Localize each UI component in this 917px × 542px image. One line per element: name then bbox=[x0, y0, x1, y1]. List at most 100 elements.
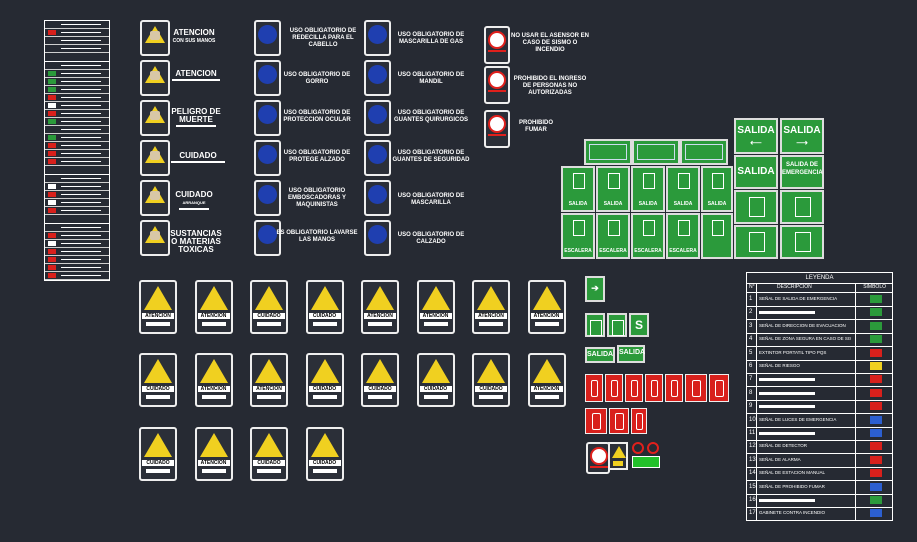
eyewash-icon[interactable] bbox=[607, 313, 627, 337]
caution-sign-icon[interactable]: ATENCION bbox=[416, 280, 455, 334]
fire-hose-icon[interactable] bbox=[609, 408, 629, 434]
exit-person-sign[interactable]: SALIDA bbox=[596, 166, 630, 212]
salida-sign[interactable]: SALIDA bbox=[734, 155, 778, 189]
mandatory-sign-icon[interactable] bbox=[364, 140, 391, 176]
strip-row bbox=[45, 70, 109, 78]
fire-extinguisher-icon[interactable] bbox=[645, 374, 663, 402]
symbol-strip bbox=[44, 20, 110, 281]
caution-sign-icon[interactable]: ATENCION bbox=[361, 280, 399, 334]
caution-sign-icon[interactable]: CUIDADO bbox=[305, 427, 344, 481]
mandatory-sign-icon[interactable] bbox=[254, 100, 281, 136]
caution-sign-label: CUIDADO bbox=[475, 386, 507, 392]
first-aid-icon[interactable] bbox=[585, 313, 605, 337]
mandatory-sign-icon[interactable] bbox=[364, 180, 391, 216]
no-entry-icon[interactable] bbox=[484, 66, 510, 104]
no-smoking-icon[interactable] bbox=[586, 442, 610, 474]
mandatory-sign-icon[interactable] bbox=[254, 180, 281, 216]
legend-row: 9 bbox=[747, 400, 892, 415]
legend-number: 9 bbox=[749, 403, 753, 410]
safe-zone-icon[interactable]: S bbox=[629, 313, 649, 337]
electric-risk-icon[interactable] bbox=[608, 442, 628, 470]
legend-number: 15 bbox=[749, 483, 756, 490]
warning-sign-icon[interactable] bbox=[140, 140, 170, 176]
legend-number: 10 bbox=[749, 416, 756, 423]
caution-sign-icon[interactable]: ATENCION bbox=[194, 280, 233, 334]
fire-cabinet-icon[interactable] bbox=[585, 408, 607, 434]
no-smoking-icon[interactable] bbox=[484, 110, 510, 148]
exit-door-sign[interactable] bbox=[734, 225, 778, 259]
warning-sign-icon[interactable] bbox=[140, 20, 170, 56]
caution-sign-icon[interactable]: ATENCION bbox=[527, 353, 566, 407]
caution-sign-icon[interactable]: CUIDADO bbox=[361, 353, 399, 407]
mandatory-sign-icon[interactable] bbox=[364, 220, 391, 256]
caution-sign-icon[interactable]: CUIDADO bbox=[305, 353, 344, 407]
caution-sign-icon[interactable]: CUIDADO bbox=[139, 427, 177, 481]
escalera-sign[interactable]: ESCALERA bbox=[596, 213, 630, 259]
mandatory-sign-icon[interactable] bbox=[254, 60, 281, 96]
mandatory-sign-icon[interactable] bbox=[254, 220, 281, 256]
warning-subtitle: ARRANQUE bbox=[182, 200, 206, 205]
caution-sign-icon[interactable]: CUIDADO bbox=[139, 353, 177, 407]
caution-sign-icon[interactable]: ATENCION bbox=[250, 353, 288, 407]
salida-small-sign[interactable]: SALIDA bbox=[585, 347, 615, 363]
strip-row bbox=[45, 45, 109, 53]
mandatory-sign-icon[interactable] bbox=[364, 100, 391, 136]
mandatory-sign-icon[interactable] bbox=[364, 20, 391, 56]
exit-person-sign[interactable] bbox=[701, 213, 733, 259]
fire-extinguisher-icon[interactable] bbox=[585, 374, 603, 402]
strip-row bbox=[45, 240, 109, 248]
legend-number: 1 bbox=[749, 296, 753, 302]
mandatory-sign-icon[interactable] bbox=[364, 60, 391, 96]
caution-sign-icon[interactable]: ATENCION bbox=[472, 280, 510, 334]
caution-sign-icon[interactable]: CUIDADO bbox=[416, 353, 455, 407]
exit-door-sign[interactable] bbox=[780, 190, 824, 224]
exit-arrow-sign[interactable] bbox=[680, 139, 728, 165]
fire-extinguisher-icon[interactable] bbox=[625, 374, 643, 402]
salida-sign[interactable]: SALIDA⟵ bbox=[734, 118, 778, 154]
emergency-light-icon[interactable] bbox=[632, 442, 662, 470]
warning-sign-icon[interactable] bbox=[140, 180, 170, 216]
salida-sign[interactable]: SALIDA⟶ bbox=[780, 118, 824, 154]
warning-sign-icon[interactable] bbox=[140, 100, 170, 136]
exit-arrow-sign[interactable] bbox=[632, 139, 680, 165]
no-elevator-icon[interactable] bbox=[484, 26, 510, 64]
caution-sign-icon[interactable]: CUIDADO bbox=[250, 427, 288, 481]
escalera-sign[interactable]: ESCALERA bbox=[561, 213, 595, 259]
fire-alarm-icon[interactable] bbox=[709, 374, 729, 402]
exit-person-sign[interactable]: SALIDA bbox=[701, 166, 733, 212]
exit-door-sign[interactable] bbox=[780, 225, 824, 259]
mandatory-sign-icon[interactable] bbox=[254, 140, 281, 176]
exit-arrow-icon[interactable]: ➔ bbox=[585, 276, 605, 302]
exit-person-sign[interactable]: SALIDA bbox=[561, 166, 595, 212]
escalera-sign[interactable]: ESCALERA bbox=[631, 213, 665, 259]
fire-alarm-icon[interactable] bbox=[631, 408, 647, 434]
salida-small-sign[interactable]: SALIDA bbox=[617, 345, 645, 363]
caution-sign-icon[interactable]: CUIDADO bbox=[250, 280, 288, 334]
caution-sign-icon[interactable]: ATENCION bbox=[194, 353, 233, 407]
exit-arrow-sign[interactable] bbox=[584, 139, 632, 165]
warning-sign-icon[interactable] bbox=[140, 220, 170, 256]
exit-person-sign[interactable]: SALIDA bbox=[666, 166, 700, 212]
caution-sign-icon[interactable]: ATENCION bbox=[139, 280, 177, 334]
salida-emergencia-sign[interactable]: SALIDA DE EMERGENCIA bbox=[780, 155, 824, 189]
mandatory-label: USO OBLIGATORIO DE GUANTES QUIRURGICOS bbox=[393, 110, 468, 123]
warning-sign-label: CUIDADO bbox=[168, 152, 228, 163]
fire-extinguisher-icon[interactable] bbox=[665, 374, 683, 402]
warning-sign-icon[interactable] bbox=[140, 60, 170, 96]
legend-number: 8 bbox=[749, 389, 753, 396]
fire-hose-icon[interactable] bbox=[685, 374, 707, 402]
exit-door-sign[interactable] bbox=[734, 190, 778, 224]
caution-sign-icon[interactable]: ATENCION bbox=[194, 427, 233, 481]
mandatory-label: ES OBLIGATORIO LAVARSE LAS MANOS bbox=[276, 230, 358, 243]
caution-sign-icon[interactable]: CUIDADO bbox=[472, 353, 510, 407]
legend-number: 11 bbox=[749, 430, 756, 436]
exit-person-sign[interactable]: SALIDA bbox=[631, 166, 665, 212]
warning-title: ATENCION bbox=[173, 28, 215, 37]
caution-sign-icon[interactable]: ATENCION bbox=[527, 280, 566, 334]
escalera-sign[interactable]: ESCALERA bbox=[666, 213, 700, 259]
mandatory-sign-icon[interactable] bbox=[254, 20, 281, 56]
caution-sign-icon[interactable]: CUIDADO bbox=[305, 280, 344, 334]
fire-extinguisher-icon[interactable] bbox=[605, 374, 623, 402]
